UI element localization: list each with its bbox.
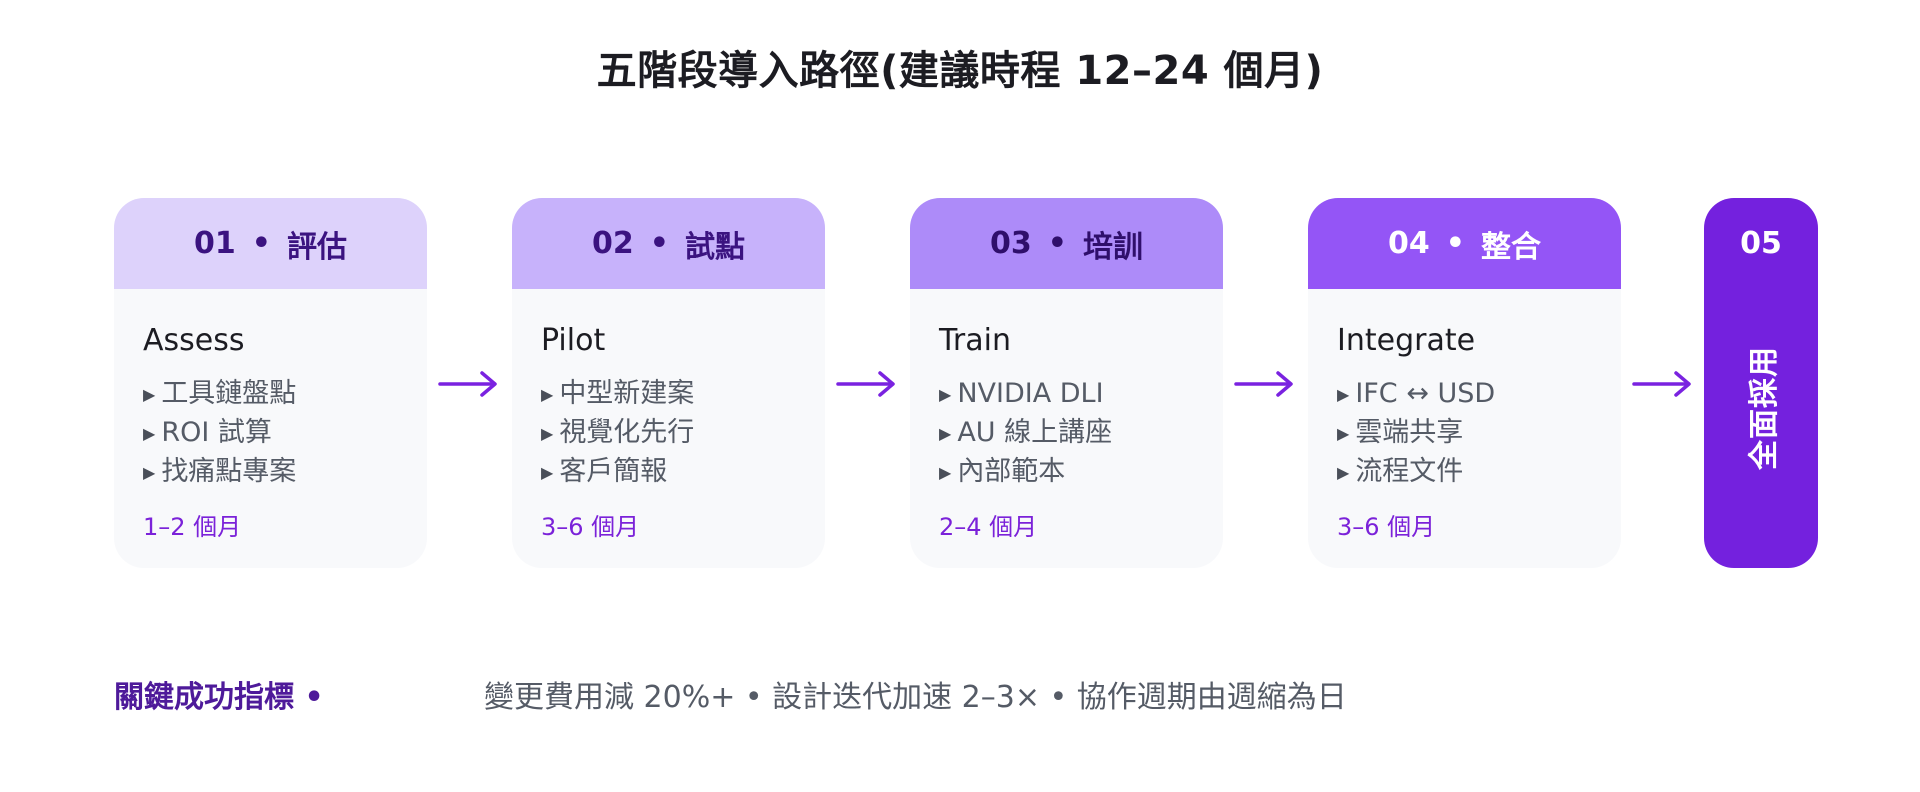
stage-card-integrate: 04 • 整合 Integrate ▶IFC ↔ USD ▶雲端共享 ▶流程文件… [1308,198,1621,568]
bullet-triangle-icon: ▶ [939,463,952,482]
stage-name: 評估 [286,229,347,265]
arrow-right-icon [1632,371,1691,397]
stage-item: ▶視覺化先行 [541,417,695,448]
bullet-triangle-icon: ▶ [143,385,156,404]
stage-item: ▶流程文件 [1337,456,1464,487]
stage-item: ▶中型新建案 [541,378,695,409]
stage-name: 培訓 [1082,229,1143,265]
stage-card-final: 05 全面採用 [1704,198,1818,568]
stage-item: ▶工具鏈盤點 [143,378,297,409]
stage-number: 04 [1388,226,1430,261]
bullet-triangle-icon: ▶ [939,424,952,443]
stage-header: 04 • 整合 [1308,198,1621,289]
stage-item: ▶客戶簡報 [541,456,668,487]
bullet-triangle-icon: ▶ [1337,424,1350,443]
kpi-label: 關鍵成功指標 • [114,680,324,715]
arrow-right-icon [438,371,497,397]
stage-separator: • [251,226,271,261]
stage-english-name: Train [939,323,1011,358]
stage-number: 03 [990,226,1032,261]
bullet-triangle-icon: ▶ [541,424,554,443]
stage-item: ▶NVIDIA DLI [939,378,1104,409]
bullet-triangle-icon: ▶ [541,385,554,404]
stage-number: 01 [194,226,236,261]
stage-item-list: ▶中型新建案 ▶視覺化先行 ▶客戶簡報 [541,374,797,491]
stage-number: 05 [1740,226,1782,261]
stage-number: 02 [592,226,634,261]
bullet-triangle-icon: ▶ [1337,385,1350,404]
arrow-right-icon [836,371,895,397]
stage-duration: 3–6 個月 [1337,513,1436,541]
stage-english-name: Integrate [1337,323,1476,358]
stage-card-assess: 01 • 評估 Assess ▶工具鏈盤點 ▶ROI 試算 ▶找痛點專案 1–2… [114,198,427,568]
stage-name: 整合 [1480,229,1541,265]
stage-item: ▶AU 線上講座 [939,417,1113,448]
stage-header: 03 • 培訓 [910,198,1223,289]
arrow-right-icon [1234,371,1293,397]
bullet-triangle-icon: ▶ [939,385,952,404]
stage-duration: 3–6 個月 [541,513,640,541]
stage-separator: • [649,226,669,261]
stage-card-pilot: 02 • 試點 Pilot ▶中型新建案 ▶視覺化先行 ▶客戶簡報 3–6 個月 [512,198,825,568]
stage-item: ▶找痛點專案 [143,456,297,487]
stage-header: 02 • 試點 [512,198,825,289]
stage-english-name: Pilot [541,323,606,358]
stage-duration: 1–2 個月 [143,513,242,541]
stage-item-list: ▶工具鏈盤點 ▶ROI 試算 ▶找痛點專案 [143,374,399,491]
stage-separator: • [1047,226,1067,261]
stage-item: ▶內部範本 [939,456,1066,487]
bullet-triangle-icon: ▶ [1337,463,1350,482]
stage-item: ▶ROI 試算 [143,417,272,448]
stage-name: 試點 [684,229,745,265]
bullet-triangle-icon: ▶ [143,424,156,443]
bullet-triangle-icon: ▶ [143,463,156,482]
stage-item: ▶IFC ↔ USD [1337,378,1496,409]
stage-item-list: ▶NVIDIA DLI ▶AU 線上講座 ▶內部範本 [939,374,1195,491]
bullet-triangle-icon: ▶ [541,463,554,482]
stage-separator: • [1445,226,1465,261]
stage-item-list: ▶IFC ↔ USD ▶雲端共享 ▶流程文件 [1337,374,1593,491]
diagram-title: 五階段導入路徑(建議時程 12–24 個月) [596,48,1324,94]
kpi-text: 變更費用減 20%+ • 設計迭代加速 2–3× • 協作週期由週縮為日 [484,680,1347,715]
stage-item: ▶雲端共享 [1337,417,1464,448]
stage-duration: 2–4 個月 [939,513,1038,541]
stage-name-vertical: 全面採用 [1747,346,1782,470]
stage-header: 01 • 評估 [114,198,427,289]
stage-card-train: 03 • 培訓 Train ▶NVIDIA DLI ▶AU 線上講座 ▶內部範本… [910,198,1223,568]
stage-english-name: Assess [143,323,245,358]
